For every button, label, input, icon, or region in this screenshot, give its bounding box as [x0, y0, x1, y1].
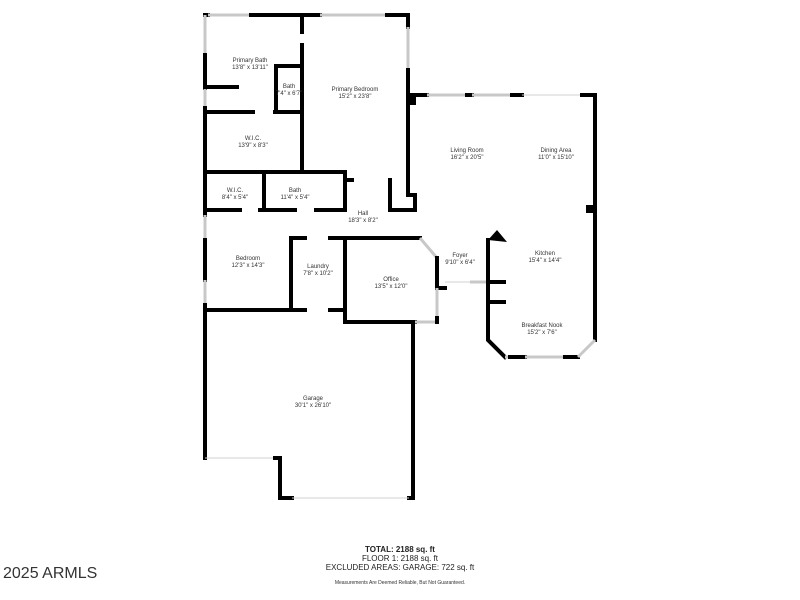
room-name: Kitchen	[535, 251, 555, 257]
room-name: Hall	[358, 211, 368, 217]
room-name: Living Room	[450, 148, 483, 154]
room-name: Bath	[289, 188, 301, 194]
room-name: Primary Bath	[233, 58, 268, 64]
room-dims: 9'10" x 6'4"	[445, 260, 475, 266]
room-dims: 11'0" x 15'10"	[538, 155, 574, 161]
room-name: Bedroom	[236, 256, 260, 262]
disclaimer: Measurements Are Deemed Reliable, But No…	[334, 580, 466, 586]
watermark: 2025 ARMLS	[3, 565, 98, 582]
room-name: Bath	[283, 84, 295, 90]
room-dims: 13'9" x 8'3"	[238, 143, 268, 149]
room-dims: 7'4" x 6'7"	[276, 91, 302, 97]
excluded-area: EXCLUDED AREAS: GARAGE: 722 sq. ft	[325, 563, 475, 572]
total-area: TOTAL: 2188 sq. ft	[365, 545, 435, 554]
room-dims: 15'2" x 7'6"	[527, 330, 557, 336]
room-dims: 18'3" x 8'2"	[348, 218, 378, 224]
room-name: Garage	[303, 396, 324, 402]
room-dims: 15'2" x 23'8"	[339, 94, 372, 100]
room-name: W.I.C.	[245, 136, 262, 142]
room-name: Breakfast Nook	[521, 323, 563, 329]
room-name: Office	[383, 277, 399, 283]
room-dims: 16'2" x 20'5"	[451, 155, 484, 161]
svg-text:W.I.C.13'9" x 8'3": W.I.C.13'9" x 8'3"	[238, 136, 268, 149]
svg-text:W.I.C.8'4" x 5'4": W.I.C.8'4" x 5'4"	[222, 188, 248, 201]
room-name: Foyer	[452, 253, 467, 259]
walls	[203, 13, 597, 500]
room-dims: 8'4" x 5'4"	[222, 195, 248, 201]
room-name: Primary Bedroom	[332, 87, 379, 93]
room-dims: 13'5" x 12'0"	[375, 284, 408, 290]
area-summary: TOTAL: 2188 sq. ft FLOOR 1: 2188 sq. ft …	[300, 545, 500, 572]
room-dims: 30'1" x 26'10"	[295, 403, 331, 409]
room-dims: 11'4" x 5'4"	[280, 195, 309, 201]
room-name: W.I.C.	[227, 188, 244, 194]
room-dims: 12'3" x 14'3"	[232, 263, 265, 269]
room-name: Laundry	[307, 264, 329, 270]
room-dims: 7'8" x 10'2"	[303, 271, 333, 277]
room-dims: 15'4" x 14'4"	[529, 258, 562, 264]
floor-area: FLOOR 1: 2188 sq. ft	[361, 554, 439, 563]
room-dims: 13'8" x 13'11"	[232, 65, 268, 71]
room-name: Dining Area	[540, 148, 572, 154]
